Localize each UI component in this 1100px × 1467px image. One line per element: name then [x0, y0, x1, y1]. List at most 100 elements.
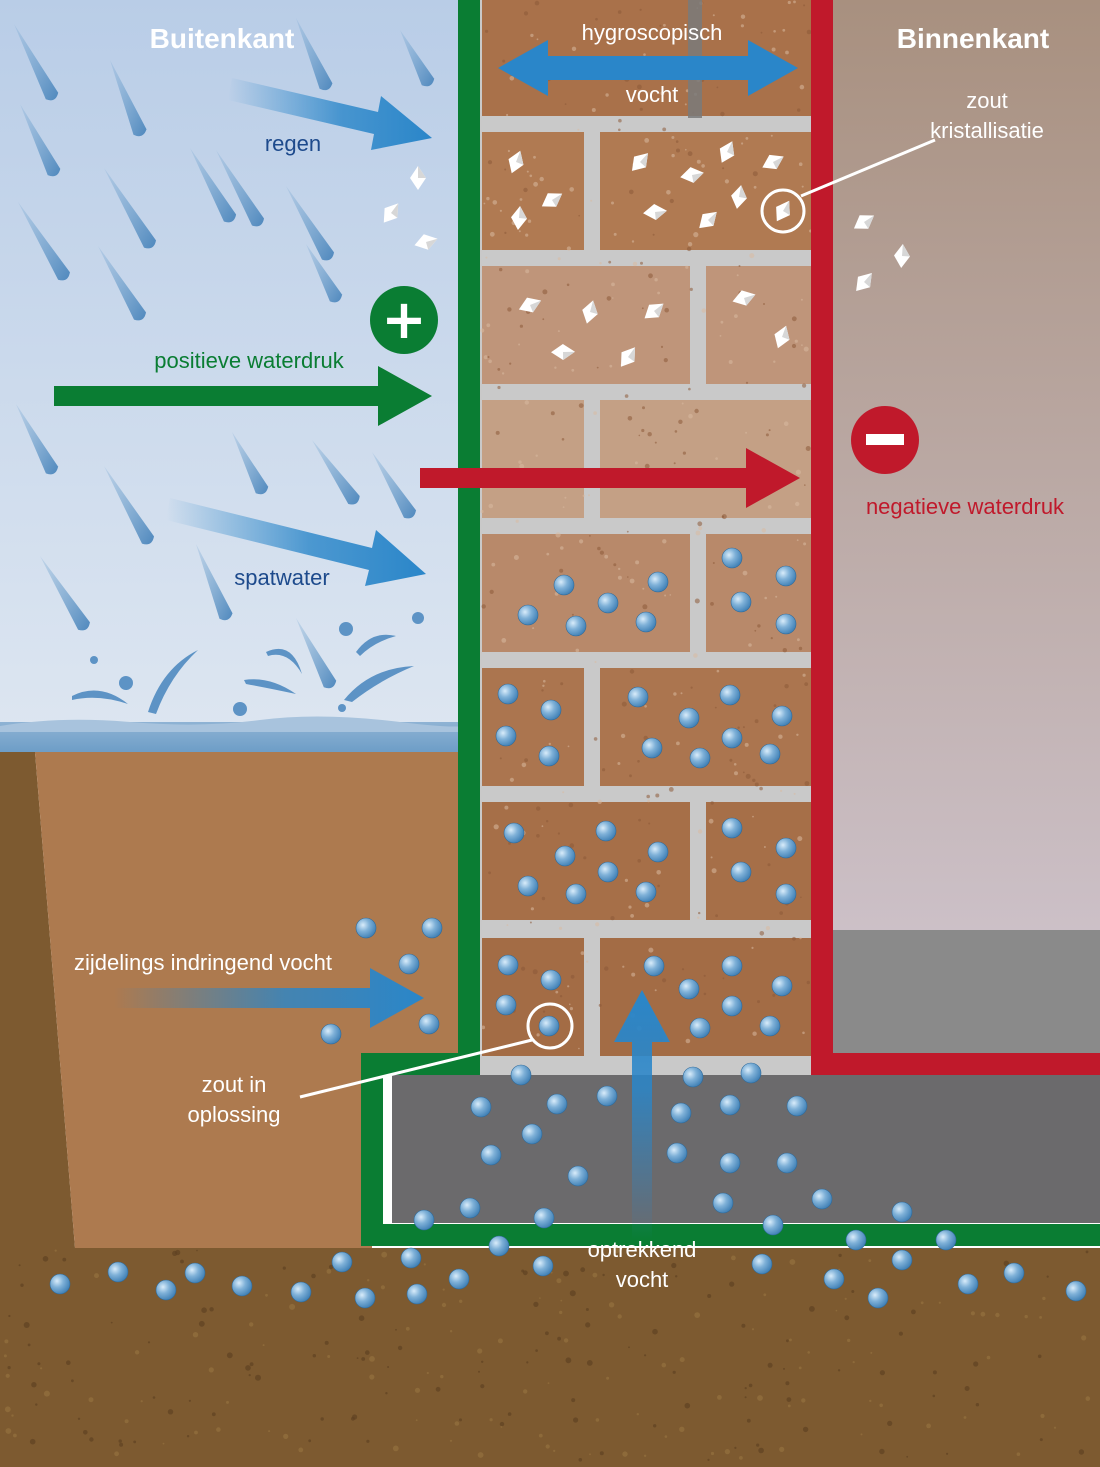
soil-speckle — [5, 1428, 12, 1434]
brick-speckle — [521, 762, 527, 768]
brick-speckle — [591, 108, 596, 112]
soil-speckle — [454, 1421, 460, 1426]
soil-speckle — [707, 1294, 712, 1298]
brick-speckle — [802, 383, 807, 388]
brick-speckle — [524, 758, 528, 762]
salt-crystal — [410, 166, 426, 190]
brick-speckle — [682, 451, 687, 455]
water-droplet — [775, 837, 797, 859]
soil-speckle — [13, 1433, 17, 1438]
soil-speckle — [188, 1399, 191, 1402]
brick-speckle — [590, 199, 593, 202]
brick-speckle — [599, 550, 605, 555]
brick-speckle — [480, 509, 484, 514]
brick-speckle — [560, 682, 564, 686]
brick-speckle — [618, 567, 621, 571]
soil-speckle — [724, 1449, 731, 1455]
soil-speckle — [381, 1251, 388, 1258]
soil-speckle — [459, 1418, 462, 1422]
brick-speckle — [668, 787, 674, 792]
soil-speckle — [526, 1361, 529, 1364]
water-droplet — [670, 1102, 692, 1124]
brick-speckle — [697, 916, 700, 919]
salt-crystal — [620, 347, 636, 367]
brick-speckle — [487, 355, 490, 359]
splash-arrow — [166, 498, 426, 586]
salt-crystal — [774, 325, 790, 349]
brick-speckle — [697, 521, 703, 527]
soil-speckle — [980, 1311, 986, 1317]
label-salt-crystal-line2: kristallisatie — [930, 118, 1044, 143]
soil-speckle — [628, 1346, 630, 1349]
soil-speckle — [312, 1354, 316, 1358]
soil-speckle — [798, 1366, 802, 1370]
soil-speckle — [414, 1387, 421, 1393]
label-salt-crystal-line1: zout — [966, 88, 1008, 113]
brick-speckle — [703, 992, 707, 996]
salt-crystal-callout — [760, 138, 936, 234]
brick-speckle — [610, 916, 615, 921]
soil-speckle — [18, 1264, 21, 1267]
soil-speckle — [268, 1430, 271, 1433]
brick-speckle — [559, 995, 563, 998]
brick-speckle — [518, 460, 522, 464]
salt-crystal-shade — [783, 200, 790, 216]
brick-speckle — [648, 822, 651, 825]
brick-speckle — [654, 989, 657, 992]
water-droplet — [771, 705, 793, 727]
soil-speckle — [679, 1426, 685, 1433]
brick-speckle — [754, 719, 759, 724]
rain-drop — [98, 246, 146, 321]
soil-speckle — [585, 1308, 589, 1311]
soil-speckle — [522, 1270, 528, 1276]
soil-speckle — [211, 1412, 216, 1417]
label-positive-pressure: positieve waterdruk — [154, 348, 345, 373]
soil-speckle — [1037, 1354, 1042, 1359]
soil-speckle — [545, 1331, 549, 1336]
soil-speckle — [5, 1373, 10, 1378]
soil-speckle — [94, 1273, 99, 1279]
soil-speckle — [478, 1370, 480, 1373]
water-droplet — [565, 883, 587, 905]
soil-speckle — [385, 1392, 388, 1395]
brick-speckle — [674, 430, 678, 433]
salt-crystal-shade — [590, 300, 598, 315]
brick-speckle — [602, 768, 606, 772]
brick-speckle — [518, 230, 521, 233]
soil-speckle — [786, 1397, 792, 1402]
brick-speckle — [784, 684, 789, 689]
brick-speckle — [710, 856, 713, 859]
lateral-moisture-arrow — [114, 968, 424, 1028]
water-droplet — [503, 822, 525, 844]
soil-speckle — [707, 1458, 710, 1461]
brick-speckle — [621, 701, 627, 707]
brick-speckle — [701, 164, 705, 168]
brick-speckle — [570, 974, 575, 979]
water-droplet — [354, 1287, 376, 1309]
soil-speckle — [986, 1355, 991, 1360]
brick-speckle — [751, 946, 754, 950]
rain-drop — [296, 618, 337, 689]
soil-speckle — [320, 1417, 324, 1421]
brick-speckle — [772, 993, 776, 997]
soil-speckle — [358, 1315, 365, 1321]
soil-speckle — [507, 1412, 512, 1416]
brick-speckle — [611, 282, 615, 287]
brick-speckle — [555, 532, 561, 538]
soil-speckle — [426, 1371, 429, 1375]
soil-speckle — [643, 1454, 647, 1458]
brick-speckle — [779, 911, 783, 915]
brick-speckle — [518, 343, 521, 346]
soil-speckle — [481, 1360, 484, 1364]
brick-speckle — [797, 836, 803, 842]
salt-crystal — [582, 300, 598, 324]
brick-speckle — [489, 589, 494, 595]
title-inside: Binnenkant — [897, 23, 1049, 54]
brick-speckle — [764, 596, 767, 600]
brick-speckle — [627, 416, 633, 421]
water-droplet — [627, 686, 649, 708]
brick-speckle — [681, 402, 684, 405]
soil-speckle — [741, 1323, 746, 1328]
brick-speckle — [571, 613, 574, 616]
brick-speckle — [519, 463, 525, 469]
